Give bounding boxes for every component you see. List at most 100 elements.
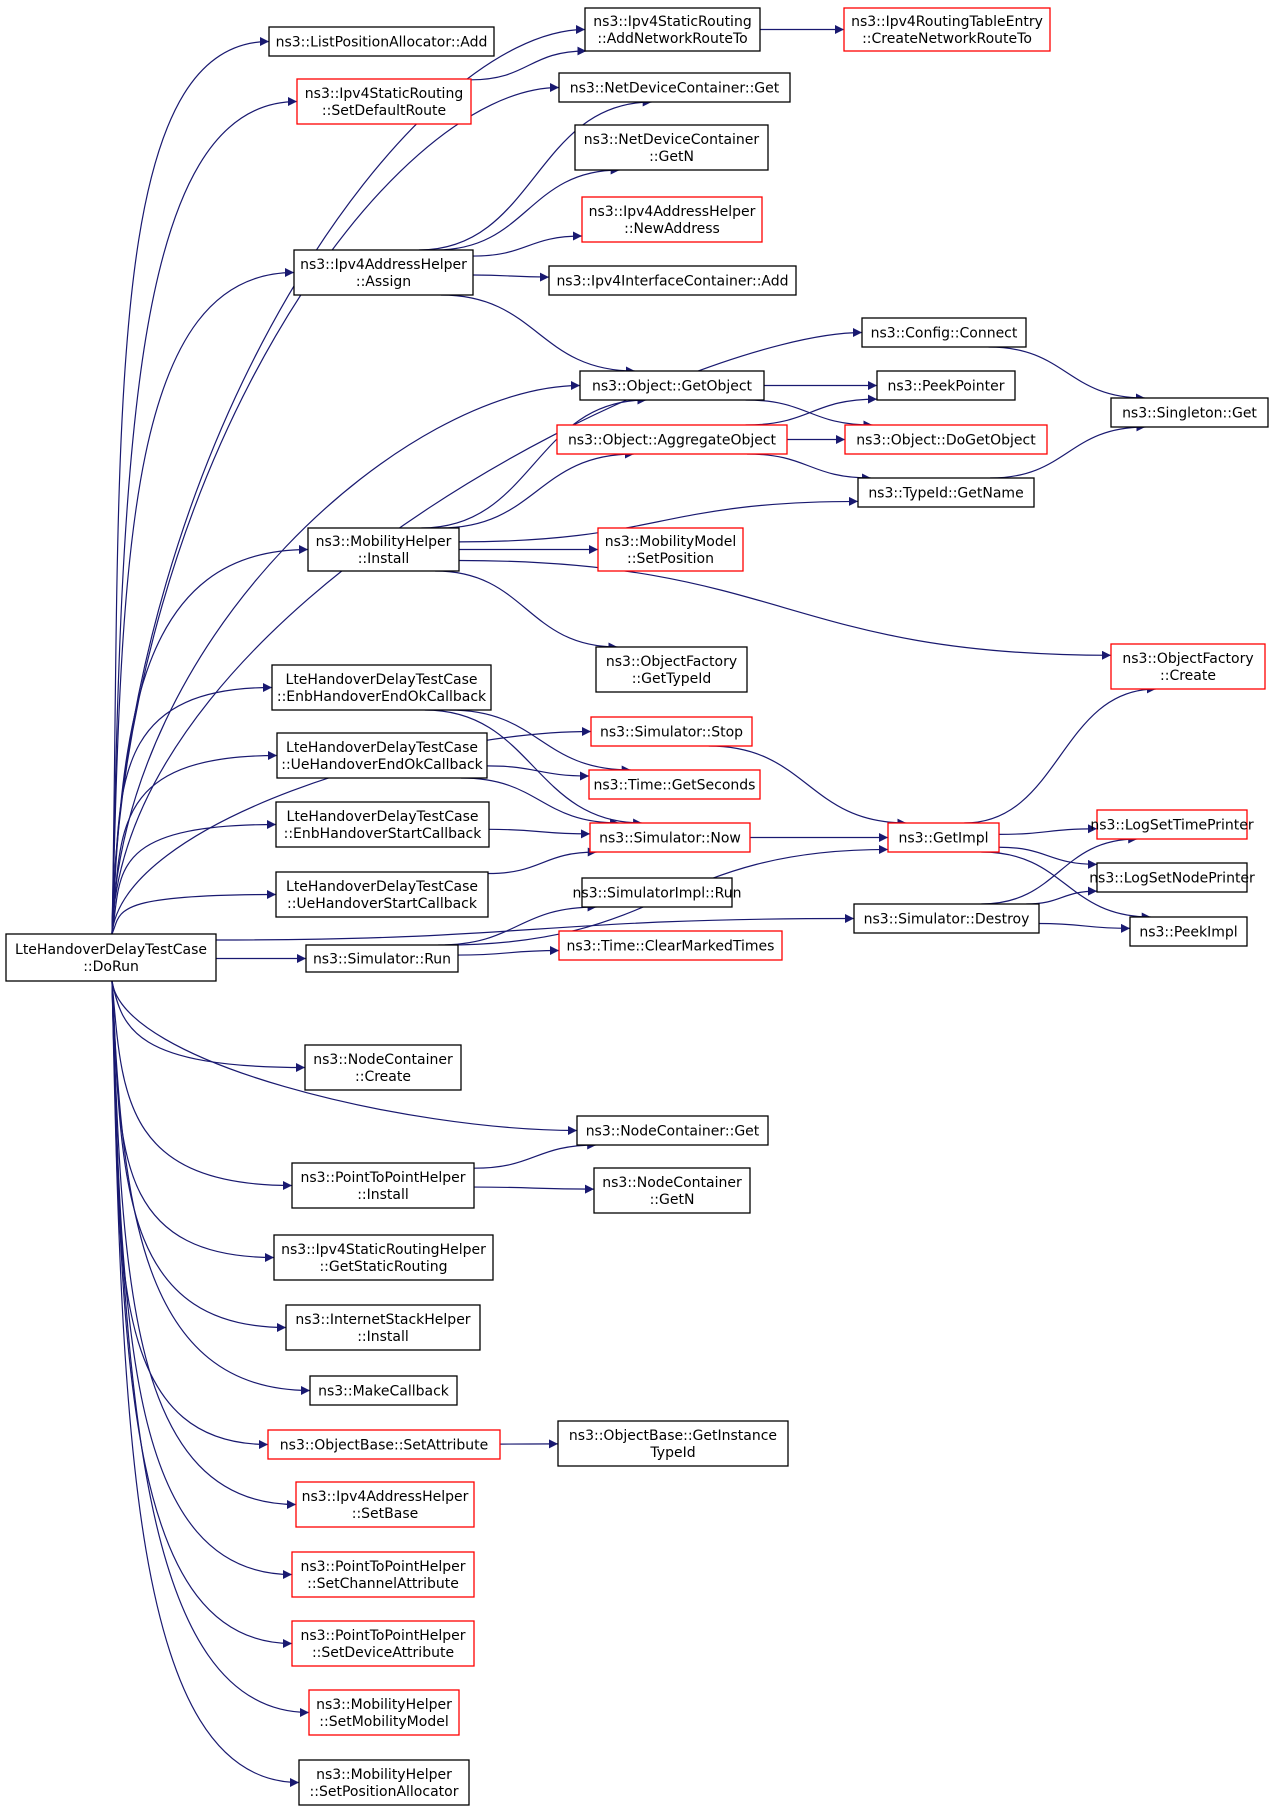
edge-root-to-sim-destroy <box>215 914 855 941</box>
node-mh-install[interactable]: ns3::MobilityHelper::Install <box>307 527 460 572</box>
node-sim-destroy[interactable]: ns3::Simulator::Destroy <box>853 903 1040 934</box>
node-box <box>1110 643 1266 690</box>
node-box <box>1096 809 1248 840</box>
node-box <box>305 944 459 973</box>
node-rte-create[interactable]: ns3::Ipv4RoutingTableEntry::CreateNetwor… <box>843 7 1051 52</box>
node-label-line: ns3::LogSetNodePrinter <box>1089 871 1255 887</box>
node-mm-setpos[interactable]: ns3::MobilityModel::SetPosition <box>597 527 744 572</box>
edge-sim-destroy-to-logsettime <box>981 834 1138 905</box>
node-lpa-add[interactable]: ns3::ListPositionAllocator::Add <box>268 26 495 57</box>
node-nc-create[interactable]: ns3::NodeContainer::Create <box>304 1044 462 1091</box>
node-box <box>291 1620 475 1667</box>
node-logsettime[interactable]: ns3::LogSetTimePrinter <box>1090 809 1254 840</box>
node-label-line: ns3::Ipv4StaticRouting <box>305 86 463 102</box>
node-getimpl[interactable]: ns3::GetImpl <box>887 822 1000 853</box>
node-simimpl-run[interactable]: ns3::SimulatorImpl::Run <box>573 877 742 908</box>
node-singleton-get[interactable]: ns3::Singleton::Get <box>1110 397 1269 428</box>
edge-root-to-makecallback <box>111 980 311 1395</box>
node-makecallback[interactable]: ns3::MakeCallback <box>309 1375 458 1406</box>
node-label-line: ::Install <box>357 1187 409 1203</box>
node-box <box>1129 916 1248 947</box>
edge-mh-install-to-of-create <box>458 559 1112 660</box>
node-root[interactable]: LteHandoverDelayTestCase::DoRun <box>5 933 217 982</box>
node-box <box>843 7 1051 52</box>
node-label-line: ::Assign <box>356 274 411 290</box>
node-time-getseconds[interactable]: ns3::Time::GetSeconds <box>588 769 761 800</box>
node-label-line: ::SetDeviceAttribute <box>312 1645 454 1661</box>
node-label-line: ns3::PeekPointer <box>888 379 1005 395</box>
edge-root-to-lpa-add <box>111 37 270 935</box>
edge-root-to-sim-stop <box>111 727 592 935</box>
node-mh-setposalloc[interactable]: ns3::MobilityHelper::SetPositionAllocato… <box>298 1759 470 1806</box>
node-logsetnode[interactable]: ns3::LogSetNodePrinter <box>1089 862 1255 893</box>
node-box <box>576 1115 769 1146</box>
node-aha-newaddr[interactable]: ns3::Ipv4AddressHelper::NewAddress <box>581 196 763 243</box>
node-aha-assign[interactable]: ns3::Ipv4AddressHelper::Assign <box>293 249 474 296</box>
edge-aha-assign-to-ic-add <box>472 272 550 282</box>
node-sim-now[interactable]: ns3::Simulator::Now <box>589 822 751 853</box>
node-ob-setattr[interactable]: ns3::ObjectBase::SetAttribute <box>267 1429 501 1460</box>
node-of-create[interactable]: ns3::ObjectFactory::Create <box>1110 643 1266 690</box>
node-label-line: ::Install <box>358 551 410 567</box>
node-aha-setbase[interactable]: ns3::Ipv4AddressHelper::SetBase <box>295 1481 475 1528</box>
node-srh-getstatic[interactable]: ns3::Ipv4StaticRoutingHelper::GetStaticR… <box>273 1234 494 1281</box>
node-label-line: ns3::MobilityHelper <box>316 1767 452 1783</box>
edge-root-to-nc-get <box>111 980 578 1135</box>
edge-root-to-obj-getobject <box>111 381 581 935</box>
node-box <box>581 196 763 243</box>
edge-obj-aggregate-to-peekpointer <box>745 394 878 426</box>
node-sim-run[interactable]: ns3::Simulator::Run <box>305 944 459 973</box>
edge-root-to-p2p-install <box>111 980 293 1190</box>
node-obj-getobject[interactable]: ns3::Object::GetObject <box>579 370 765 401</box>
node-box <box>271 664 492 711</box>
node-sim-stop[interactable]: ns3::Simulator::Stop <box>590 716 753 747</box>
node-p2p-install[interactable]: ns3::PointToPointHelper::Install <box>291 1162 475 1209</box>
edge-aha-assign-to-ndc-get <box>418 97 652 251</box>
node-label-line: ::SetDefaultRoute <box>322 103 446 119</box>
node-box <box>857 477 1035 508</box>
node-cb-ue-end[interactable]: LteHandoverDelayTestCase::UeHandoverEndO… <box>276 732 488 779</box>
node-cb-enb-start[interactable]: LteHandoverDelayTestCase::EnbHandoverSta… <box>275 801 490 848</box>
node-label-line: ::SetBase <box>352 1506 419 1522</box>
node-p2p-setdevice[interactable]: ns3::PointToPointHelper::SetDeviceAttrib… <box>291 1620 475 1667</box>
node-box <box>276 732 488 779</box>
node-time-clearmarked[interactable]: ns3::Time::ClearMarkedTimes <box>558 930 783 961</box>
node-nc-getn[interactable]: ns3::NodeContainer::GetN <box>593 1167 751 1214</box>
node-cb-enb-end[interactable]: LteHandoverDelayTestCase::EnbHandoverEnd… <box>271 664 492 711</box>
node-label-line: LteHandoverDelayTestCase <box>287 809 479 825</box>
edge-aha-assign-to-aha-newaddr <box>472 231 583 257</box>
node-box <box>558 72 791 103</box>
node-of-gettypeid[interactable]: ns3::ObjectFactory::GetTypeId <box>595 646 748 693</box>
node-box <box>291 1551 475 1598</box>
node-ish-install[interactable]: ns3::InternetStackHelper::Install <box>285 1304 481 1351</box>
node-ndc-getn[interactable]: ns3::NetDeviceContainer::GetN <box>574 124 769 171</box>
node-label-line: ns3::MobilityHelper <box>316 1697 452 1713</box>
node-cb-ue-start[interactable]: LteHandoverDelayTestCase::UeHandoverStar… <box>275 871 489 918</box>
node-ndc-get[interactable]: ns3::NetDeviceContainer::Get <box>558 72 791 103</box>
node-label-line: ::DoRun <box>83 959 139 975</box>
node-nc-get[interactable]: ns3::NodeContainer::Get <box>576 1115 769 1146</box>
node-peekpointer[interactable]: ns3::PeekPointer <box>876 370 1016 401</box>
node-obj-aggregate[interactable]: ns3::Object::AggregateObject <box>556 424 788 455</box>
node-sr-setdefault[interactable]: ns3::Ipv4StaticRouting::SetDefaultRoute <box>296 78 472 125</box>
node-box <box>296 78 472 125</box>
node-box <box>285 1304 481 1351</box>
node-box <box>267 1429 501 1460</box>
node-cfg-connect[interactable]: ns3::Config::Connect <box>861 317 1027 348</box>
edge-root-to-ndc-get <box>111 83 560 935</box>
node-sr-addnet[interactable]: ns3::Ipv4StaticRouting::AddNetworkRouteT… <box>584 7 761 52</box>
node-typeid-getname[interactable]: ns3::TypeId::GetName <box>857 477 1035 508</box>
node-label-line: ns3::Ipv4StaticRoutingHelper <box>281 1242 486 1258</box>
node-peekimpl[interactable]: ns3::PeekImpl <box>1129 916 1248 947</box>
node-p2p-setchannel[interactable]: ns3::PointToPointHelper::SetChannelAttri… <box>291 1551 475 1598</box>
node-label-line: ::GetStaticRouting <box>319 1259 447 1275</box>
node-box <box>304 1044 462 1091</box>
edge-getimpl-to-peekimpl <box>981 851 1151 922</box>
node-ic-add[interactable]: ns3::Ipv4InterfaceContainer::Add <box>548 265 797 296</box>
node-label-line: ::SetChannelAttribute <box>307 1576 459 1592</box>
node-obj-dogetobject[interactable]: ns3::Object::DoGetObject <box>844 424 1048 455</box>
node-label-line: LteHandoverDelayTestCase <box>286 672 478 688</box>
node-label-line: ::SetPosition <box>627 551 714 567</box>
node-mh-setmobility[interactable]: ns3::MobilityHelper::SetMobilityModel <box>308 1689 460 1736</box>
